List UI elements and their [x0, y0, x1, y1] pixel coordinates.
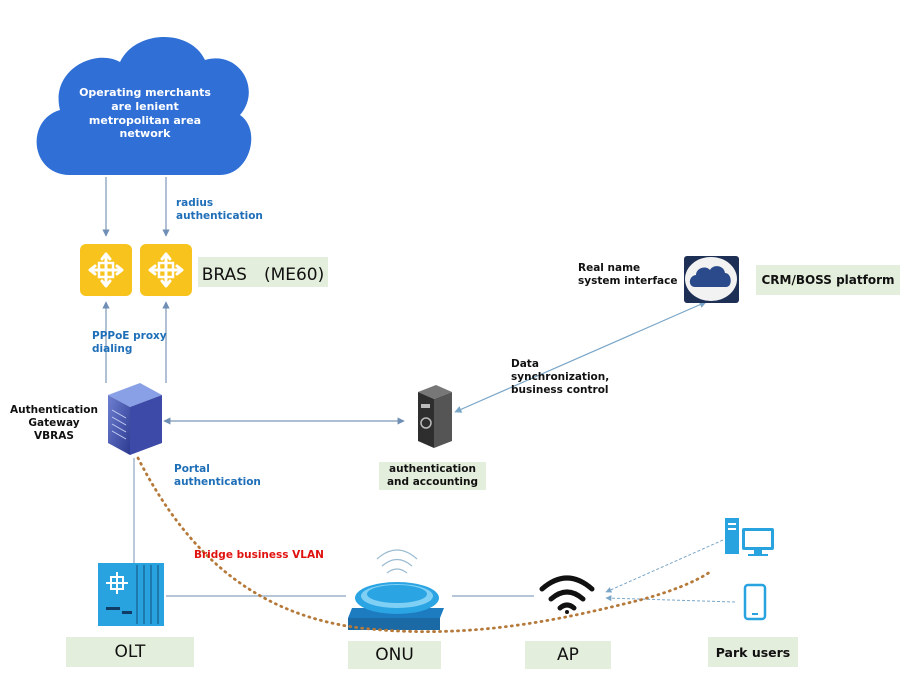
onu-label: ONU [348, 641, 441, 669]
park-users-label: Park users [708, 637, 798, 667]
bras-label: BRAS (ME60) [198, 257, 328, 287]
radius-label: radius authentication [176, 197, 263, 223]
data-sync-label: Data synchronization, business control [511, 358, 610, 397]
olt-label: OLT [66, 637, 194, 667]
gateway-label: Authentication Gateway VBRAS [10, 404, 98, 443]
bridge-vlan-path [136, 456, 712, 633]
cloud-icon [36, 36, 252, 175]
cloud-label: Operating merchants are lenient metropol… [79, 86, 211, 141]
router-icon [140, 244, 192, 296]
portal-label: Portal authentication [174, 463, 261, 489]
auth-acct-label: authentication and accounting [379, 462, 486, 490]
phone-to-ap-line [605, 595, 736, 603]
server-icon [108, 383, 162, 455]
desktop-icon [725, 518, 774, 556]
desktop-to-ap-line [605, 539, 724, 593]
bridge-label: Bridge business VLAN [194, 549, 324, 561]
router-icon [80, 244, 132, 296]
ap-label: AP [525, 641, 611, 669]
onu-icon [348, 549, 444, 630]
crm-label: CRM/BOSS platform [756, 265, 900, 295]
real-name-label: Real name system interface [578, 262, 678, 288]
server-icon [418, 385, 452, 448]
crm-cloud-icon [684, 256, 739, 303]
olt-icon [98, 563, 164, 626]
auth-to-crm-line [454, 301, 707, 413]
pppoe-label: PPPoE proxy dialing [92, 330, 167, 356]
wifi-icon [539, 575, 595, 614]
phone-icon [743, 583, 767, 621]
